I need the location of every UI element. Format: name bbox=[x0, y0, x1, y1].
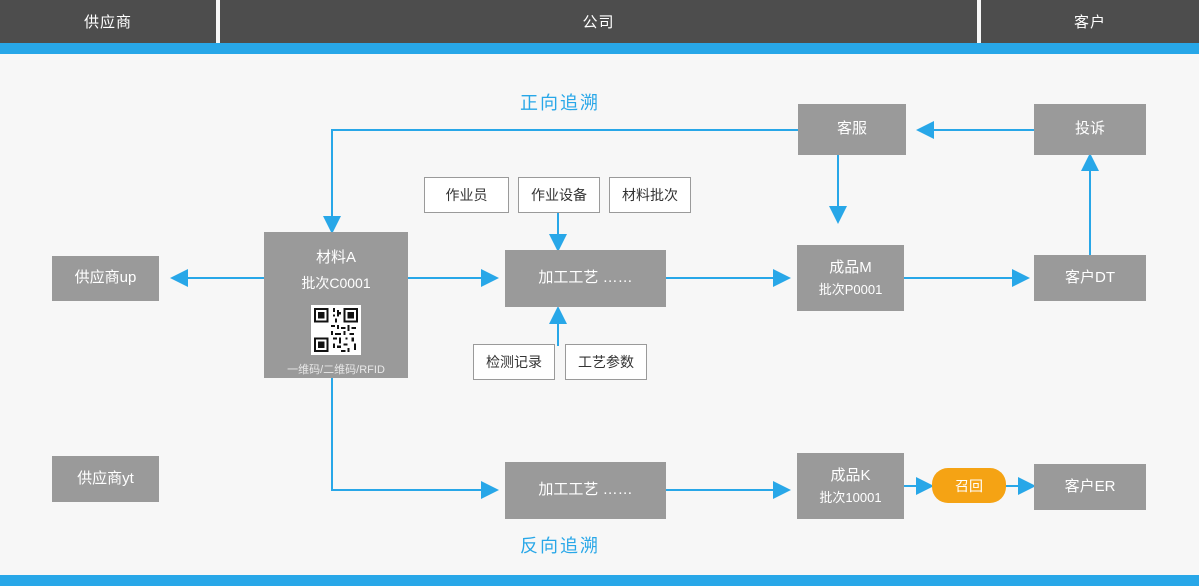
node-process-top-label: 加工工艺 …… bbox=[538, 269, 633, 287]
header-company-label: 公司 bbox=[582, 14, 615, 31]
node-product-m[interactable]: 成品M 批次P0001 bbox=[797, 245, 904, 311]
node-product-k-batch: 批次10001 bbox=[819, 489, 882, 505]
attr-parameters-label: 工艺参数 bbox=[578, 354, 634, 370]
header-company: 公司 bbox=[220, 0, 977, 43]
node-customer-dt[interactable]: 客户DT bbox=[1034, 255, 1146, 301]
node-customer-er[interactable]: 客户ER bbox=[1034, 464, 1146, 510]
qr-code-icon bbox=[311, 305, 361, 355]
node-material-a-codes: 一维码/二维码/RFID bbox=[287, 364, 385, 376]
forward-trace-label: 正向追溯 bbox=[520, 93, 600, 113]
attr-equipment-label: 作业设备 bbox=[531, 187, 587, 203]
attr-equipment[interactable]: 作业设备 bbox=[518, 177, 600, 213]
node-product-k[interactable]: 成品K 批次10001 bbox=[797, 453, 904, 519]
attr-material-batch-label: 材料批次 bbox=[622, 187, 678, 203]
node-supplier-up[interactable]: 供应商up bbox=[52, 256, 159, 301]
node-supplier-yt[interactable]: 供应商yt bbox=[52, 456, 159, 502]
node-supplier-up-label: 供应商up bbox=[74, 269, 137, 287]
node-recall[interactable]: 召回 bbox=[932, 468, 1006, 503]
node-material-a-batch: 批次C0001 bbox=[301, 275, 371, 291]
node-service[interactable]: 客服 bbox=[798, 104, 906, 155]
node-material-a[interactable]: 材料A 批次C0001 bbox=[264, 232, 408, 378]
header-supplier-label: 供应商 bbox=[83, 14, 132, 31]
node-product-k-title: 成品K bbox=[830, 467, 871, 484]
node-recall-label: 召回 bbox=[955, 477, 983, 494]
attr-operator-label: 作业员 bbox=[445, 187, 488, 203]
top-accent-band bbox=[0, 43, 1199, 54]
attr-inspection[interactable]: 检测记录 bbox=[473, 344, 555, 380]
attr-material-batch[interactable]: 材料批次 bbox=[609, 177, 691, 213]
attr-inspection-label: 检测记录 bbox=[486, 354, 542, 370]
reverse-trace-label: 反向追溯 bbox=[520, 536, 600, 556]
node-complaint[interactable]: 投诉 bbox=[1034, 104, 1146, 155]
node-process-bottom[interactable]: 加工工艺 …… bbox=[505, 462, 666, 519]
node-customer-dt-label: 客户DT bbox=[1065, 268, 1115, 286]
bottom-accent-band bbox=[0, 575, 1199, 586]
node-material-a-title: 材料A bbox=[315, 249, 356, 266]
node-product-m-batch: 批次P0001 bbox=[818, 281, 883, 297]
header-supplier: 供应商 bbox=[0, 0, 216, 43]
node-supplier-yt-label: 供应商yt bbox=[77, 469, 134, 487]
header-customer: 客户 bbox=[981, 0, 1199, 43]
attr-operator[interactable]: 作业员 bbox=[424, 177, 509, 213]
diagram-canvas: 正向追溯 反向追溯 客服 投诉 作业员 作业设备 材料批次 检测记录 工艺参数 … bbox=[0, 54, 1199, 575]
node-product-m-title: 成品M bbox=[829, 259, 872, 276]
node-complaint-label: 投诉 bbox=[1074, 120, 1105, 138]
node-process-bottom-label: 加工工艺 …… bbox=[538, 481, 633, 499]
attr-parameters[interactable]: 工艺参数 bbox=[565, 344, 647, 380]
node-service-label: 客服 bbox=[836, 120, 867, 138]
node-customer-er-label: 客户ER bbox=[1064, 477, 1116, 495]
node-process-top[interactable]: 加工工艺 …… bbox=[505, 250, 666, 307]
header-customer-label: 客户 bbox=[1073, 14, 1106, 31]
